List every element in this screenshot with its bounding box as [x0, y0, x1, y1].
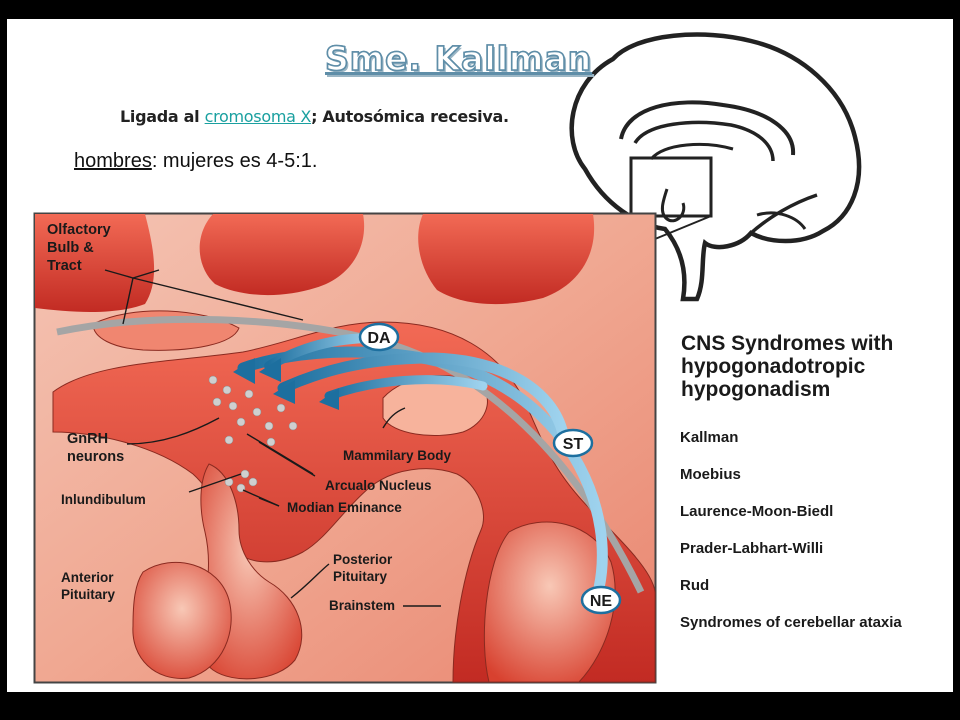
inheritance-line: Ligada al cromosoma X; Autosómica recesi…: [120, 107, 509, 126]
sex-ratio-line: hombres: mujeres es 4-5:1.: [74, 150, 317, 173]
syndrome-item: Moebius: [680, 466, 741, 483]
slide-title: Sme. Kallman: [324, 38, 593, 79]
pathway-st-label: ST: [563, 436, 584, 453]
hypothalamus-diagram: DA ST NE Olfactory Bulb & Tract GnRH neu…: [33, 212, 657, 684]
label-olfactory-2: Bulb &: [47, 240, 94, 256]
label-olfactory-1: Olfactory: [47, 222, 111, 238]
syndrome-item: Laurence-Moon-Biedl: [680, 503, 834, 520]
syndromes-heading: CNS Syndromes with hypogonadotropic hypo…: [681, 332, 946, 401]
syndrome-item: Kallman: [680, 429, 739, 446]
syndrome-item: Syndromes of cerebellar ataxia: [680, 614, 902, 631]
syndrome-item: Prader-Labhart-Willi: [680, 540, 824, 557]
inheritance-prefix: Ligada al: [120, 107, 205, 126]
syndromes-list: Kallman Moebius Laurence-Moon-Biedl Prad…: [680, 430, 902, 652]
syndromes-heading-line-3: hypogonadism: [681, 378, 831, 401]
label-anterior-1: Anterior: [61, 570, 114, 585]
pathway-ne-label: NE: [590, 593, 613, 610]
ratio-men: hombres: [74, 150, 152, 172]
brain-outline-icon: [569, 32, 862, 302]
ratio-rest: : mujeres es 4-5:1.: [151, 150, 318, 172]
slide: Sme. Kallman Ligada al cromosoma X; Auto…: [7, 19, 953, 692]
cromosoma-x-link[interactable]: cromosoma X: [204, 107, 312, 126]
label-posterior-1: Posterior: [333, 552, 393, 567]
label-brainstem: Brainstem: [329, 598, 395, 613]
label-mammillary: Mammilary Body: [343, 448, 452, 463]
label-anterior-2: Pituitary: [61, 587, 116, 602]
label-gnrh-1: GnRH: [67, 431, 108, 447]
label-median: Modian Eminance: [287, 500, 402, 515]
syndrome-item: Rud: [680, 577, 710, 594]
inheritance-suffix: ; Autosómica recesiva.: [311, 107, 509, 126]
syndromes-heading-line-1: CNS Syndromes with: [681, 332, 894, 355]
label-arcuate: Arcualo Nucleus: [325, 478, 432, 493]
label-olfactory-3: Tract: [47, 258, 82, 274]
label-infundibulum: Inlundibulum: [61, 492, 146, 507]
label-gnrh-2: neurons: [67, 449, 124, 465]
label-posterior-2: Pituitary: [333, 569, 388, 584]
pathway-da-label: DA: [367, 330, 391, 347]
syndromes-heading-line-2: hypogonadotropic: [681, 355, 866, 378]
